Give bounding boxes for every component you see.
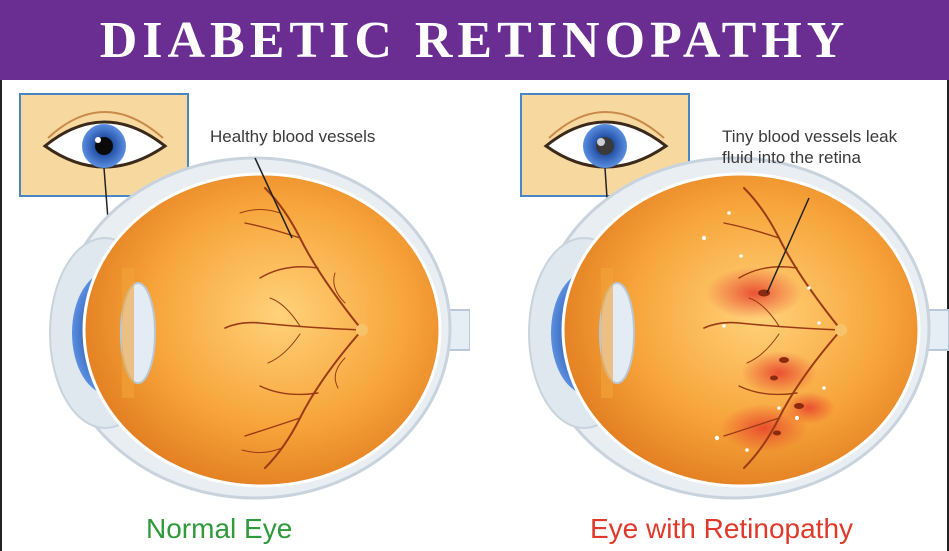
optic-disc [835, 324, 847, 336]
retinopathy-eye-illustration [479, 88, 949, 508]
callout-leaking-vessels-line2: fluid into the retina [722, 147, 861, 168]
normal-eye-illustration [0, 88, 470, 508]
callout-healthy-vessels: Healthy blood vessels [210, 126, 375, 147]
caption-normal-eye: Normal Eye [146, 513, 292, 545]
callout-leaking-vessels-line1: Tiny blood vessels leak [722, 126, 897, 147]
title-banner: DIABETIC RETINOPATHY [0, 0, 949, 80]
caption-eye-with-retinopathy: Eye with Retinopathy [590, 513, 853, 545]
figure-title: DIABETIC RETINOPATHY [100, 11, 850, 70]
optic-disc [356, 324, 368, 336]
